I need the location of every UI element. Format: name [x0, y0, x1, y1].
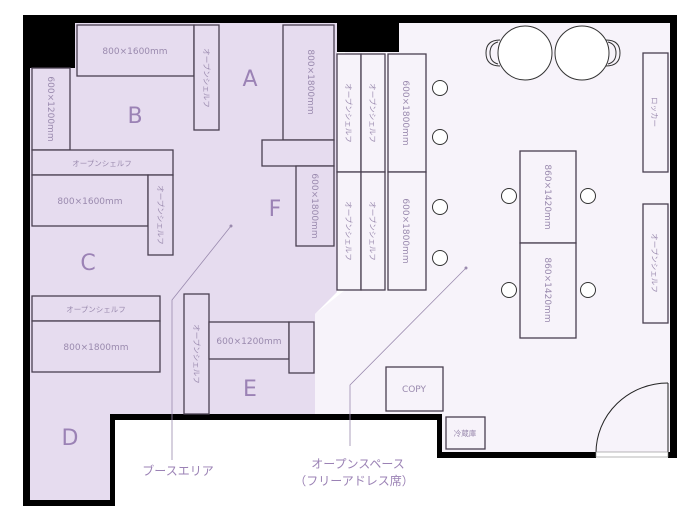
open-desk-bottom: [387, 171, 427, 291]
desk-a-label: 800×1600mm: [102, 47, 167, 57]
desk-a: [76, 24, 195, 77]
table-bottom: [519, 242, 577, 339]
block-e: [288, 321, 315, 374]
desk-b-label: 600×1200mm: [45, 76, 55, 141]
shelf-e: [183, 293, 210, 415]
entrance-door[interactable]: [595, 382, 669, 458]
booth-area-leader: [171, 224, 233, 460]
desk-d-label: 800×1800mm: [63, 343, 128, 353]
walls: [23, 15, 677, 506]
table-bottom-label: 860×1420mm: [542, 257, 552, 322]
open-shelves: オープンシェルフ オープンシェルフ オープンシェルフ オープンシェルフ: [336, 53, 386, 291]
shelf-c: [147, 174, 174, 256]
table-top-label: 860×1420mm: [542, 164, 552, 229]
svg-text:オープンシェルフ: オープンシェルフ: [368, 201, 377, 261]
desk-e-label: 600×1200mm: [216, 337, 281, 347]
shelf-right-label: オープンシェルフ: [650, 233, 659, 293]
shelf-bc-label: オープンシェルフ: [72, 159, 132, 168]
shelf-a-label: オープンシェルフ: [202, 48, 211, 108]
desk-c: [31, 174, 149, 227]
open-space-leader: [349, 266, 468, 446]
copy-label: COPY: [402, 385, 427, 395]
desk-e: [208, 321, 290, 360]
svg-text:オープンシェルフ: オープンシェルフ: [344, 83, 353, 143]
fridge: [445, 416, 486, 450]
desk-f-top-label: 800×1800mm: [305, 49, 315, 114]
open-desk-top-label: 600×1800mm: [400, 80, 410, 145]
svg-text:オープンシェルフ: オープンシェルフ: [344, 201, 353, 261]
shelf-d: [31, 295, 161, 322]
open-space-caption-line1: オープンスペース: [311, 457, 405, 471]
zone-b-label: B: [127, 104, 142, 129]
desk-f-bottom: [295, 165, 335, 247]
booth-area-caption: ブースエリア: [142, 463, 213, 478]
shelf-c-label: オープンシェルフ: [156, 185, 165, 245]
desk-c-label: 800×1600mm: [57, 197, 122, 207]
zone-f-label: F: [269, 197, 282, 222]
shelf-a: [193, 24, 220, 131]
open-space-caption-line2: （フリーアドレス席）: [294, 473, 414, 488]
open-desk-bottom-label: 600×1800mm: [400, 198, 410, 263]
copy-machine: [385, 366, 444, 412]
stools: [432, 80, 596, 298]
shelf-e-label: オープンシェルフ: [192, 324, 201, 384]
desk-b: [31, 67, 71, 151]
desk-d: [31, 320, 161, 373]
zone-a-label: A: [242, 67, 257, 92]
svg-text:オープンシェルフ: オープンシェルフ: [368, 83, 377, 143]
locker-label: ロッカー: [650, 97, 659, 127]
zone-e-label: E: [243, 377, 257, 402]
desk-f-bottom-label: 600×1800mm: [309, 173, 319, 238]
shelf-bc: [31, 149, 174, 176]
open-desk-top: [387, 53, 427, 173]
round-tables: [485, 25, 621, 81]
partition-f: [261, 139, 335, 167]
locker: [642, 52, 669, 173]
zone-c-label: C: [80, 251, 95, 276]
zone-d-label: D: [62, 426, 79, 451]
shelf-d-label: オープンシェルフ: [66, 305, 126, 314]
fridge-label: 冷蔵庫: [454, 428, 477, 438]
booth-area-floor: [30, 22, 337, 500]
shelf-right: [642, 203, 669, 324]
